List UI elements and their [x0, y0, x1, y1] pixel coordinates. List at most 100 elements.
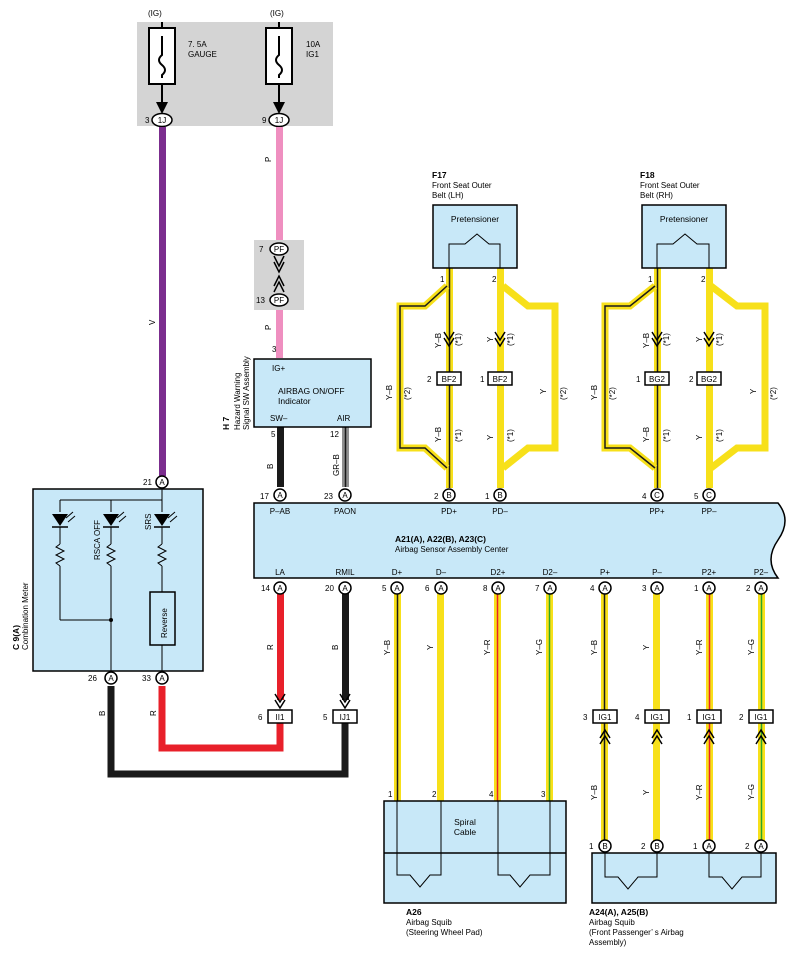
svg-text:3: 3 [642, 584, 647, 593]
label-yg-p1: Y–G [747, 639, 756, 655]
wire-v [159, 127, 166, 476]
h7-pin-sw: 5 [271, 430, 276, 439]
f17-cpin2: 1 [480, 375, 485, 384]
svg-text:D–: D– [436, 568, 447, 577]
svg-text:A: A [342, 584, 348, 593]
svg-text:LA: LA [275, 568, 285, 577]
ecu-top-pin: 1 B PD– [485, 488, 508, 516]
label-f18-s1b: (*1) [715, 333, 724, 346]
label-f18-s2a: (*2) [608, 387, 617, 400]
svg-text:1: 1 [694, 584, 699, 593]
svg-text:7: 7 [535, 584, 540, 593]
label-f18-yb3: Y–B [590, 385, 599, 400]
svg-text:17: 17 [260, 492, 269, 501]
label-f17-y2: Y [486, 434, 495, 440]
svg-text:3: 3 [583, 713, 588, 722]
ecu-top-pin: 2 B PD+ [434, 488, 457, 516]
label-r-2: R [266, 644, 275, 650]
chevron-down-icon [273, 255, 285, 274]
label-f17-s2b: (*2) [559, 387, 568, 400]
fuse-ig1-supply: (IG) [270, 9, 284, 18]
squib-icon [497, 801, 551, 888]
a24-box [591, 852, 777, 904]
chevron-up-icon [651, 728, 663, 745]
svg-text:B: B [654, 842, 659, 851]
f18-code: F18 [640, 170, 655, 180]
wire-r-ii1 [158, 686, 284, 752]
label-f18-y2: Y [695, 434, 704, 440]
svg-text:A: A [706, 584, 712, 593]
fuse-ig1-name: IG1 [306, 50, 319, 59]
a26-code: A26 [406, 907, 422, 917]
label-grb: GR–B [332, 454, 341, 476]
meter-conn-b2: A [159, 674, 165, 683]
a24-pin: 2 B [641, 839, 664, 853]
label-f18-s2b: (*2) [769, 387, 778, 400]
label-b-2: B [98, 711, 107, 716]
svg-text:IG1: IG1 [703, 713, 716, 722]
svg-text:A: A [277, 584, 283, 593]
svg-text:A: A [547, 584, 553, 593]
h7-pin-air: 12 [330, 430, 339, 439]
label-p-1: P [264, 157, 273, 162]
label-y-p2: Y [642, 789, 651, 795]
svg-text:14: 14 [261, 584, 270, 593]
a26-name2: (Steering Wheel Pad) [406, 928, 483, 937]
svg-text:A: A [277, 491, 283, 500]
svg-text:D2–: D2– [543, 568, 558, 577]
svg-text:2: 2 [641, 842, 646, 851]
label-yg-p2: Y–G [747, 784, 756, 800]
f18-box [641, 204, 727, 269]
label-f18-y1: Y [695, 336, 704, 342]
f18-name2: Belt (RH) [640, 191, 673, 200]
meter-led-srs: SRS [144, 514, 153, 530]
bf2-connector-b [487, 371, 513, 386]
fuse-gauge-supply: (IG) [148, 9, 162, 18]
a24-name3: Assembly) [589, 938, 627, 947]
label-f17-yb1: Y–B [434, 333, 443, 348]
label-r-1: R [149, 710, 158, 716]
fuse-symbol-icon [275, 36, 283, 78]
spiral-pin-1: 1 [388, 790, 393, 799]
label-y-d: Y [426, 644, 435, 650]
reverse-box [149, 591, 176, 646]
a24-code: A24(A), A25(B) [589, 907, 648, 917]
fuse-ig1-pin: 9 [262, 116, 267, 125]
fuse-symbol-icon [158, 36, 166, 78]
f18-part: Pretensioner [660, 214, 708, 224]
f17-code: F17 [432, 170, 447, 180]
ecu-bottom-pin: D+ 5 A [382, 568, 404, 595]
svg-text:B: B [497, 491, 502, 500]
meter-led-rsca: RSCA OFF [93, 520, 102, 560]
fuse-block: (IG) 7. 5A GAUGE 3 1J (IG) 10A IG1 9 1J [137, 9, 333, 128]
meter-reverse: Reverse [160, 608, 169, 638]
svg-text:P–AB: P–AB [270, 507, 290, 516]
ecu-title2: Airbag Sensor Assembly Center [395, 545, 509, 554]
bg2-connector-a [644, 371, 670, 386]
combination-meter: 21 A RSCA OFF SRS [11, 475, 204, 685]
h7-igp: IG+ [272, 364, 285, 373]
svg-text:1: 1 [687, 713, 692, 722]
spiral-label1: Spiral [454, 817, 476, 827]
fuse-gauge: (IG) 7. 5A GAUGE 3 1J [145, 9, 217, 128]
f17-name1: Front Seat Outer [432, 181, 492, 190]
svg-text:1: 1 [693, 842, 698, 851]
f18-cpin1: 1 [636, 375, 641, 384]
fuse-gauge-name: GAUGE [188, 50, 217, 59]
f17-conn1: BF2 [442, 375, 457, 384]
ecu-bottom-pin: D2– 7 A [535, 568, 558, 595]
wire-labels: V P P B GR–B B R R B Y–B Y Y–R Y–G Y–B Y… [98, 157, 778, 800]
label-v: V [148, 319, 157, 325]
a24-pin: 1 B [589, 839, 612, 853]
f17-conn2: BF2 [493, 375, 508, 384]
ig1-connector: 3 IG1 [583, 709, 618, 745]
pf-label-bottom: PF [274, 296, 284, 305]
h7-hazard-switch: 3 IG+ AIRBAG ON/OFF Indicator SW– AIR 5 … [221, 345, 372, 439]
squib-icon [708, 853, 762, 890]
label-p-2: P [264, 325, 273, 330]
svg-text:4: 4 [590, 584, 595, 593]
label-f18-y3: Y [749, 388, 758, 394]
label-yr-d: Y–R [483, 639, 492, 655]
label-yr-p2: Y–R [695, 784, 704, 800]
svg-text:PD–: PD– [492, 507, 508, 516]
